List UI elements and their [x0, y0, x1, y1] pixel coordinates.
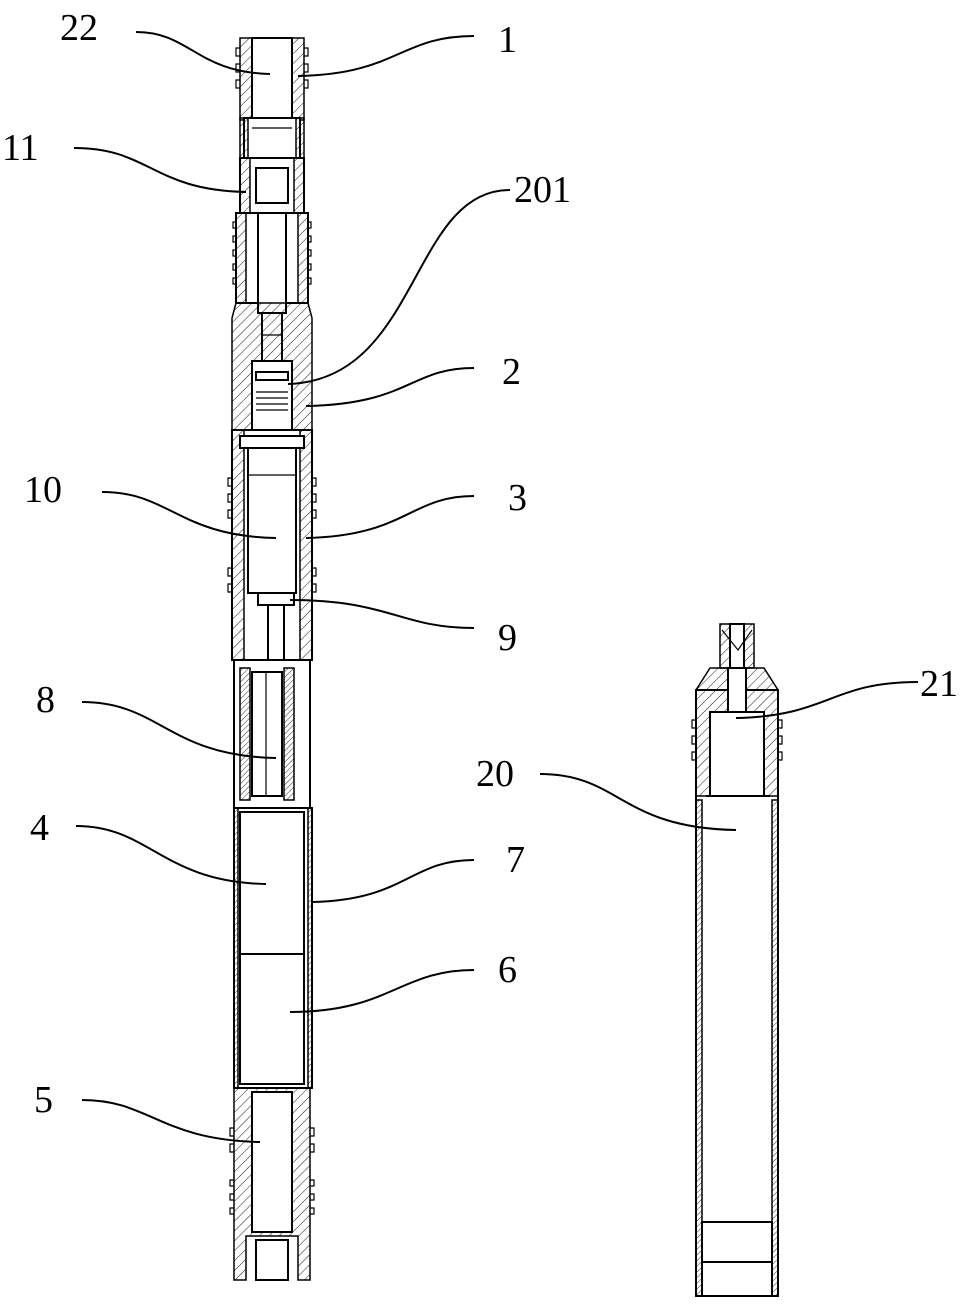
leader-201 — [288, 190, 510, 384]
label-20: 20 — [476, 753, 514, 795]
reference-numerals: 22 1 11 201 2 10 3 9 8 21 20 4 7 6 5 — [2, 7, 958, 1121]
label-4: 4 — [30, 807, 49, 849]
housing-3 — [228, 430, 316, 660]
main-tool-assembly — [228, 38, 316, 1280]
label-5: 5 — [34, 1079, 53, 1121]
label-9: 9 — [498, 617, 517, 659]
leader-lines — [74, 32, 918, 1142]
section-8 — [234, 660, 310, 808]
label-21: 21 — [920, 663, 958, 705]
leader-9 — [290, 600, 474, 628]
label-7: 7 — [506, 839, 525, 881]
label-201: 201 — [514, 169, 571, 211]
secondary-tube-assembly — [692, 624, 782, 1296]
top-connector — [236, 38, 308, 158]
leader-11 — [74, 148, 246, 192]
label-11: 11 — [2, 127, 39, 169]
bottom-connector — [230, 1088, 314, 1280]
leader-7 — [312, 860, 474, 902]
leader-3 — [306, 496, 474, 538]
label-10: 10 — [24, 469, 62, 511]
label-3: 3 — [508, 477, 527, 519]
label-8: 8 — [36, 679, 55, 721]
outer-tube-7 — [234, 808, 312, 1088]
label-22: 22 — [60, 7, 98, 49]
leader-1 — [298, 36, 474, 76]
housing-2 — [232, 303, 312, 430]
label-1: 1 — [498, 19, 517, 61]
leader-6 — [290, 970, 474, 1012]
label-6: 6 — [498, 949, 517, 991]
label-2: 2 — [502, 351, 521, 393]
